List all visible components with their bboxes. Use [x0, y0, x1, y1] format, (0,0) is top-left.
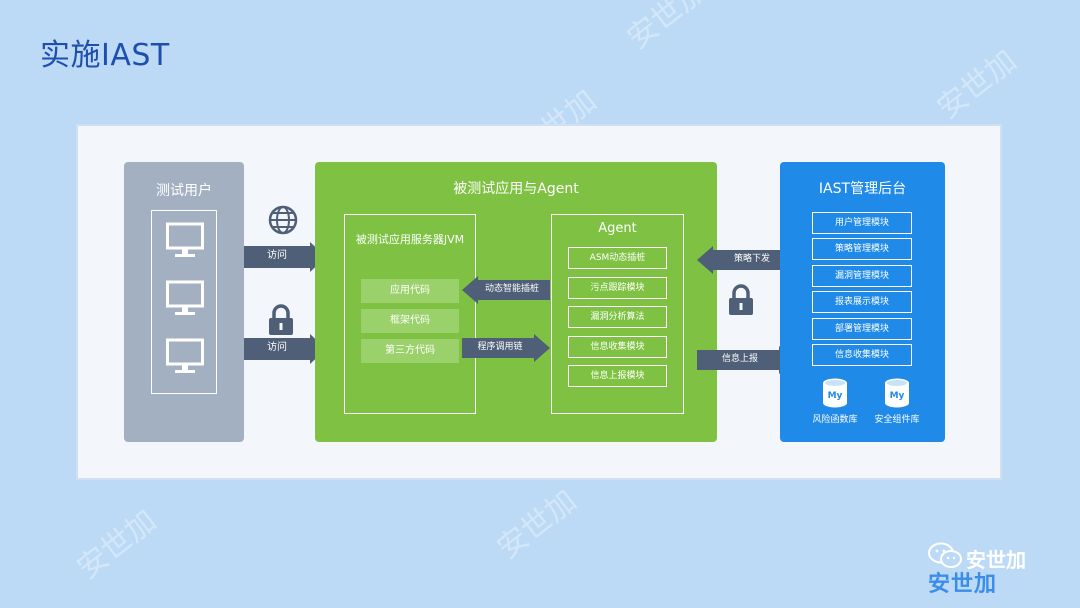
- backend-module: 信息收集模块: [812, 344, 912, 366]
- instrument-arrow: [462, 276, 550, 304]
- report-arrow: [697, 346, 795, 374]
- instrument-arrow-label: 动态智能插桩: [484, 284, 539, 294]
- call-chain-arrow-label: 程序调用链: [477, 342, 523, 352]
- logo-big-text: 安世加: [928, 572, 998, 597]
- jvm-title: 被测试应用服务器JVM: [355, 233, 465, 246]
- test-users-title: 测试用户: [156, 183, 212, 199]
- slide-title: 实施IAST: [40, 38, 170, 73]
- access-arrow: [244, 334, 326, 364]
- iast-backend-panel: IAST管理后台 用户管理模块 策略管理模块 漏洞管理模块 报表展示模块 部署管…: [780, 162, 945, 442]
- test-users-panel: 测试用户: [124, 162, 244, 442]
- watermark: 安世加: [620, 0, 714, 57]
- db-label: 安全组件库: [874, 415, 920, 425]
- brand-logo: 安世加 安世加: [918, 540, 1048, 597]
- report-arrow-label: 信息上报: [721, 354, 758, 364]
- backend-module: 报表展示模块: [812, 291, 912, 313]
- policy-arrow-label: 策略下发: [733, 254, 770, 264]
- agent-title: Agent: [598, 221, 637, 236]
- agent-item: 信息收集模块: [568, 336, 667, 358]
- lock-icon: [729, 284, 753, 315]
- agent-item: ASM动态插桩: [568, 247, 667, 269]
- jvm-item: 应用代码: [361, 279, 459, 303]
- jvm-box: 被测试应用服务器JVM 应用代码 框架代码 第三方代码: [344, 214, 476, 414]
- db-icon-text: My: [890, 391, 905, 401]
- agent-box: Agent ASM动态插桩 污点跟踪模块 漏洞分析算法 信息收集模块 信息上报模…: [551, 214, 684, 414]
- users-monitor-group: [151, 210, 217, 394]
- agent-item: 污点跟踪模块: [568, 277, 667, 299]
- watermark: 安世加: [930, 43, 1024, 127]
- backend-module: 策略管理模块: [812, 238, 912, 260]
- policy-arrow: [697, 246, 795, 274]
- watermark: 安世加: [490, 483, 584, 567]
- app-under-test-title: 被测试应用与Agent: [453, 181, 579, 197]
- monitor-icon: [166, 280, 204, 315]
- db-icon-text: My: [828, 391, 843, 401]
- db-label: 风险函数库: [812, 415, 858, 425]
- database-icon: My: [885, 378, 909, 408]
- watermark: 安世加: [70, 503, 164, 587]
- backend-module: 漏洞管理模块: [812, 265, 912, 287]
- jvm-item: 第三方代码: [361, 339, 459, 363]
- globe-icon: [268, 205, 298, 235]
- jvm-item: 框架代码: [361, 309, 459, 333]
- backend-module: 部署管理模块: [812, 318, 912, 340]
- monitor-icon: [166, 222, 204, 257]
- agent-item: 漏洞分析算法: [568, 306, 667, 328]
- access-arrow: [244, 242, 326, 272]
- monitor-icon: [166, 338, 204, 373]
- database-icon: My: [823, 378, 847, 408]
- wechat-icon: [928, 542, 962, 568]
- logo-text: 安世加: [966, 548, 1026, 572]
- risk-function-db: My 风险函数库: [800, 378, 870, 425]
- agent-item: 信息上报模块: [568, 365, 667, 387]
- iast-backend-title: IAST管理后台: [818, 181, 907, 197]
- access-arrow-label: 访问: [267, 342, 287, 353]
- backend-module: 用户管理模块: [812, 212, 912, 234]
- call-chain-arrow: [462, 334, 550, 362]
- lock-icon: [269, 304, 293, 335]
- access-arrow-label: 访问: [267, 250, 287, 261]
- security-component-db: My 安全组件库: [862, 378, 932, 425]
